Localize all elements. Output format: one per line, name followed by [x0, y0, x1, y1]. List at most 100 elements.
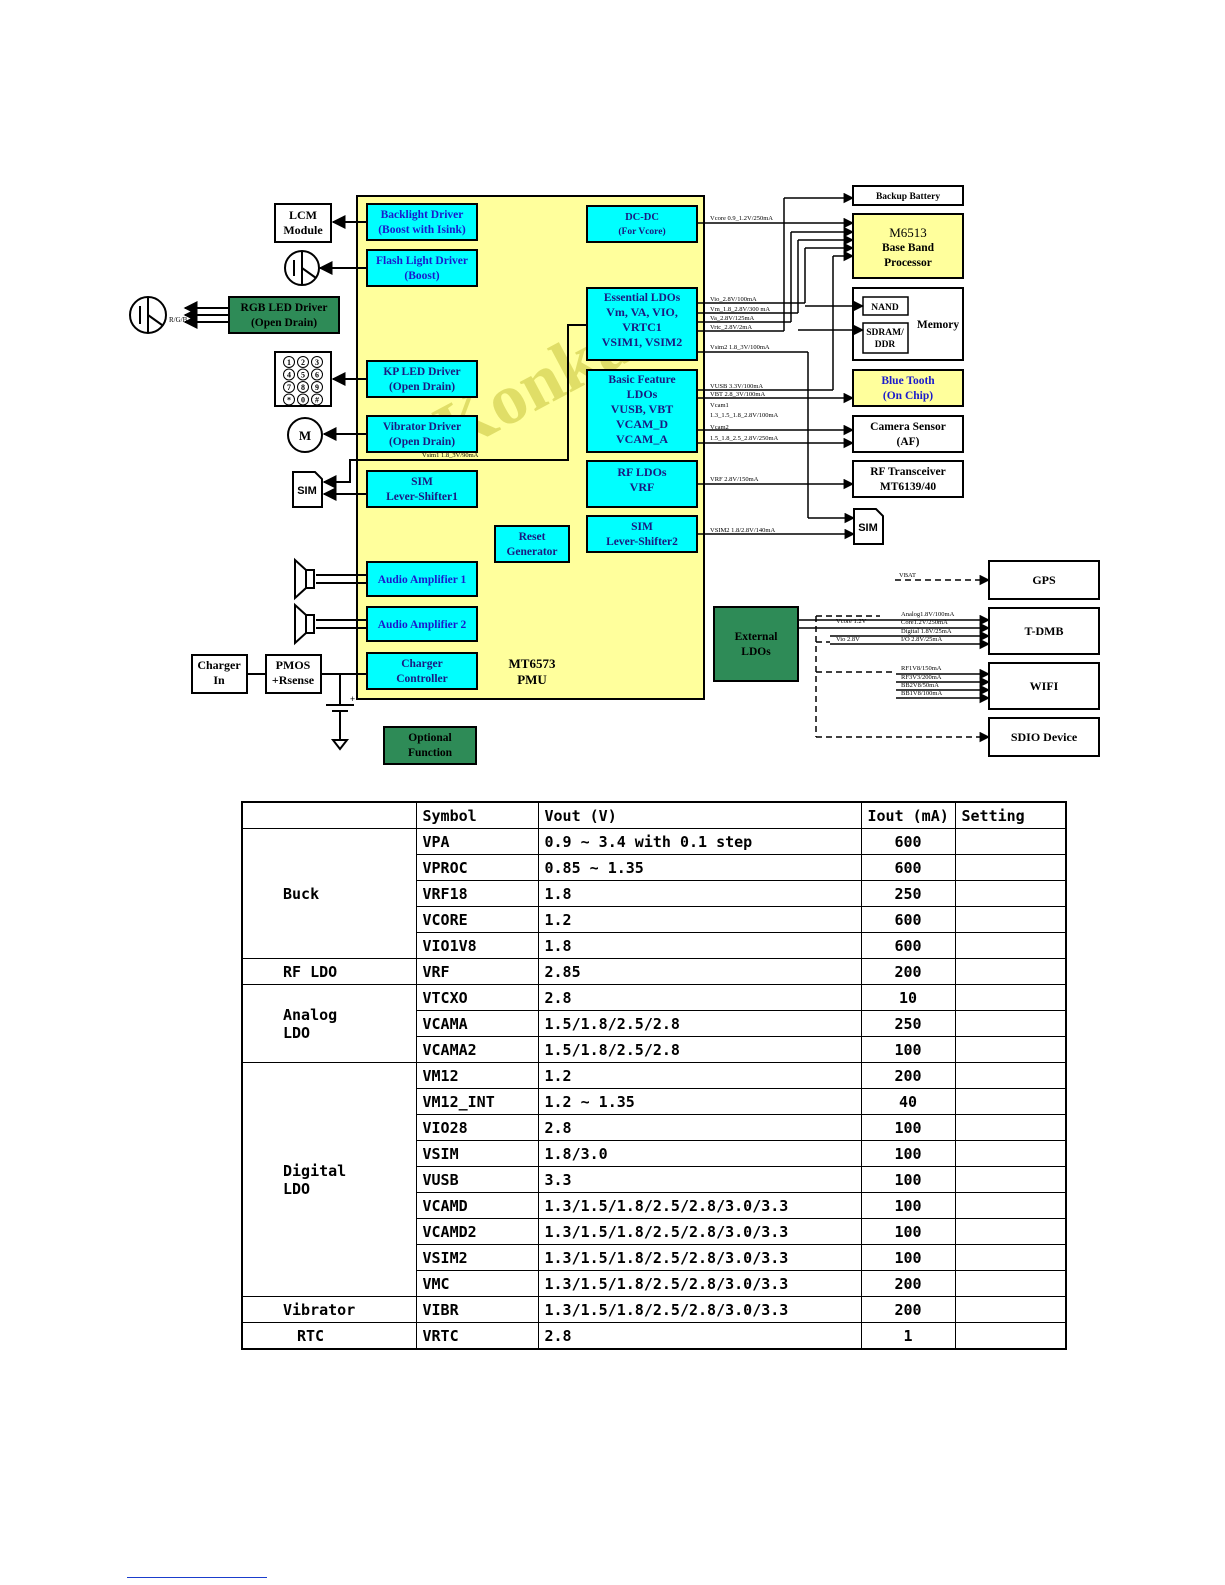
svg-text:Charger: Charger [401, 658, 443, 670]
keypad-key-label: 2 [301, 358, 305, 367]
box-memory: NAND SDRAM/ DDR Memory [852, 287, 964, 361]
box-gps: GPS [988, 560, 1100, 600]
svg-text:Core1.2V/250mA: Core1.2V/250mA [901, 619, 948, 626]
iout-cell: 250 [860, 880, 956, 907]
svg-text:SIM: SIM [631, 521, 653, 533]
symbol-cell: VIBR [415, 1296, 539, 1323]
setting-cell [954, 1062, 1067, 1089]
svg-text:(Open Drain): (Open Drain) [389, 381, 455, 393]
block-vibrator-driver: Vibrator Driver (Open Drain) [366, 415, 478, 453]
box-wifi: WIFI [988, 662, 1100, 710]
symbol-cell: VM12 [415, 1062, 539, 1089]
svg-text:+: + [350, 694, 355, 704]
symbol-cell: VRF18 [415, 880, 539, 907]
group-label-line1: Digital [283, 1161, 347, 1180]
group-label-line1: RTC [297, 1326, 325, 1345]
svg-text:(Open Drain): (Open Drain) [251, 317, 317, 329]
keypad-key [297, 368, 309, 381]
optional-dashed-lines [815, 574, 991, 743]
speaker-2-icon [294, 602, 315, 646]
vout-cell: 1.3/1.5/1.8/2.5/2.8/3.0/3.3 [537, 1192, 862, 1219]
block-rgb-led-driver: RGB LED Driver (Open Drain) [228, 296, 340, 334]
svg-text:Vio 2.8V: Vio 2.8V [836, 636, 860, 643]
box-camera-sensor: Camera Sensor (AF) [852, 415, 964, 453]
svg-text:RF3V3/200mA: RF3V3/200mA [901, 674, 942, 681]
keypad-key [297, 393, 309, 406]
vout-cell: 1.8/3.0 [537, 1140, 862, 1167]
symbol-cell: VPA [415, 828, 539, 855]
svg-text:Backlight Driver: Backlight Driver [381, 209, 464, 221]
vout-cell: 1.3/1.5/1.8/2.5/2.8/3.0/3.3 [537, 1244, 862, 1271]
symbol-cell: VCORE [415, 906, 539, 933]
group-label-line1: Analog [283, 1005, 338, 1024]
rgb-led-icon [129, 296, 167, 334]
svg-text:Processor: Processor [884, 257, 932, 269]
battery-icon: + [326, 674, 355, 751]
group-label: RF LDO [241, 958, 417, 985]
svg-text:Lever-Shifter1: Lever-Shifter1 [386, 491, 458, 503]
vout-cell: 1.5/1.8/2.5/2.8 [537, 1036, 862, 1063]
svg-text:DDR: DDR [875, 340, 896, 350]
svg-text:Charger: Charger [197, 658, 241, 672]
keypad-key [311, 368, 323, 381]
keypad-key [311, 393, 323, 406]
block-external-ldos: External LDOs [713, 606, 799, 682]
setting-cell [954, 1296, 1067, 1323]
iout-cell: 600 [860, 854, 956, 881]
block-sim-lever-shifter1: SIM Lever-Shifter1 [366, 470, 478, 508]
keypad-key-label: 3 [315, 358, 319, 367]
pmu-block-diagram: Konka MT6573 PMU Backlight Driver (Boost… [129, 185, 1100, 765]
setting-cell [954, 1036, 1067, 1063]
svg-text:Essential LDOs: Essential LDOs [604, 292, 681, 304]
symbol-cell: VMC [415, 1270, 539, 1297]
svg-text:Module: Module [283, 223, 323, 237]
svg-text:In: In [213, 673, 225, 687]
setting-cell [954, 1192, 1067, 1219]
svg-text:Camera Sensor: Camera Sensor [870, 421, 946, 433]
vout-cell: 1.2 ~ 1.35 [537, 1088, 862, 1115]
setting-cell [954, 1322, 1067, 1350]
block-essential-ldos: Essential LDOs Vm, VA, VIO, VRTC1 VSIM1,… [586, 287, 698, 361]
svg-text:Vcam2: Vcam2 [710, 424, 729, 431]
svg-text:External: External [735, 631, 778, 643]
flash-led-icon [284, 250, 320, 286]
setting-cell [954, 828, 1067, 855]
svg-text:RGB LED Driver: RGB LED Driver [241, 302, 328, 314]
svg-text:BB2V8/50mA: BB2V8/50mA [901, 682, 939, 689]
svg-text:MT6139/40: MT6139/40 [880, 481, 936, 493]
svg-text:BB1V8/100mA: BB1V8/100mA [901, 690, 942, 697]
svg-text:VRTC1: VRTC1 [622, 320, 662, 334]
svg-text:SIM: SIM [858, 522, 878, 534]
block-audio-amplifier-1: Audio Amplifier 1 [366, 561, 478, 597]
table-header-row: Symbol Vout (V) Iout (mA) Setting [241, 801, 1067, 829]
iout-cell: 200 [860, 958, 956, 985]
svg-text:Blue Tooth: Blue Tooth [881, 375, 935, 387]
svg-text:DC-DC: DC-DC [625, 212, 659, 223]
svg-text:Digital 1.8V/25mA: Digital 1.8V/25mA [901, 628, 952, 635]
group-label-line1: Vibrator [283, 1300, 356, 1319]
iout-cell: 10 [860, 984, 956, 1011]
svg-text:Vrtc_2.8V/2mA: Vrtc_2.8V/2mA [710, 324, 752, 331]
keypad-key-label: 9 [315, 383, 319, 392]
block-backlight-driver: Backlight Driver (Boost with Isink) [366, 203, 478, 241]
svg-text:1.3_1.5_1.8_2.8V/100mA: 1.3_1.5_1.8_2.8V/100mA [710, 412, 779, 419]
svg-text:Vsim1 1.8_3V/90mA: Vsim1 1.8_3V/90mA [422, 452, 479, 459]
svg-text:Backup Battery: Backup Battery [876, 192, 940, 202]
svg-text:Va_2.8V/125mA: Va_2.8V/125mA [710, 315, 755, 322]
setting-cell [954, 854, 1067, 881]
setting-cell [954, 1218, 1067, 1245]
iout-cell: 600 [860, 906, 956, 933]
box-rf-transceiver: RF Transceiver MT6139/40 [852, 460, 964, 498]
keypad-key [283, 393, 295, 406]
setting-cell [954, 1166, 1067, 1193]
iout-cell: 100 [860, 1192, 956, 1219]
setting-cell [954, 1140, 1067, 1167]
iout-cell: 250 [860, 1010, 956, 1037]
svg-text:SIM: SIM [297, 485, 317, 497]
header-iout: Iout (mA) [860, 801, 956, 829]
